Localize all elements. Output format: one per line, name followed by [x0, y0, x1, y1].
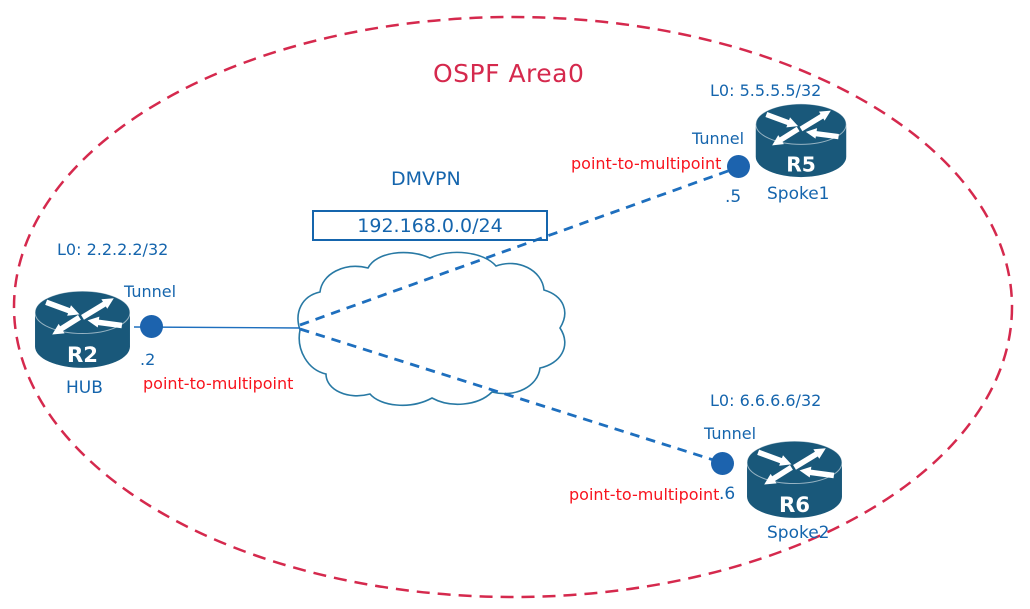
link-cloud-to-spoke2	[299, 327, 724, 465]
tunnel-label-r6: Tunnel	[704, 424, 757, 443]
role-label-spoke1: Spoke1	[767, 184, 830, 204]
tunnel-address-r5: .5	[725, 187, 742, 207]
tunnel-label-r5: Tunnel	[692, 129, 745, 148]
loopback-label-r6: L0: 6.6.6.6/32	[710, 391, 822, 410]
tunnel-endpoint-dot-r5	[727, 155, 750, 178]
network-type-label-r2: point-to-multipoint	[143, 374, 294, 393]
router-r2-name: R2	[67, 343, 98, 368]
dmvpn-subnet-label: 192.168.0.0/24	[357, 214, 503, 237]
loopback-label-r2: L0: 2.2.2.2/32	[57, 240, 169, 259]
router-arrows-icon	[45, 298, 123, 335]
dmvpn-subnet-box: 192.168.0.0/24	[312, 210, 548, 241]
tunnel-label-r2: Tunnel	[124, 282, 177, 301]
router-r5-icon: R5	[755, 103, 847, 178]
loopback-label-r5: L0: 5.5.5.5/32	[710, 81, 822, 100]
router-r5-name: R5	[786, 152, 816, 176]
role-label-spoke2: Spoke2	[767, 523, 830, 543]
tunnel-address-r6: .6	[719, 484, 736, 504]
tunnel-address-r2: .2	[140, 350, 156, 369]
link-cloud-to-spoke1	[299, 165, 740, 327]
role-label-hub: HUB	[66, 378, 103, 398]
tunnel-endpoint-dot-r6	[711, 452, 734, 475]
router-r2-icon: R2	[34, 290, 131, 368]
network-type-label-r6: point-to-multipoint	[569, 485, 720, 504]
tunnel-endpoint-dot-r2	[140, 315, 163, 338]
ospf-area-title: OSPF Area0	[433, 59, 585, 88]
ospf-area-boundary	[12, 15, 1014, 599]
dmvpn-label: DMVPN	[391, 168, 461, 190]
router-arrows-icon	[757, 448, 835, 485]
router-r6-icon: R6	[746, 440, 843, 518]
router-r6-name: R6	[779, 493, 810, 518]
router-arrows-icon	[765, 110, 839, 146]
dmvpn-cloud-icon	[297, 251, 566, 407]
network-type-label-r5: point-to-multipoint	[571, 154, 722, 173]
